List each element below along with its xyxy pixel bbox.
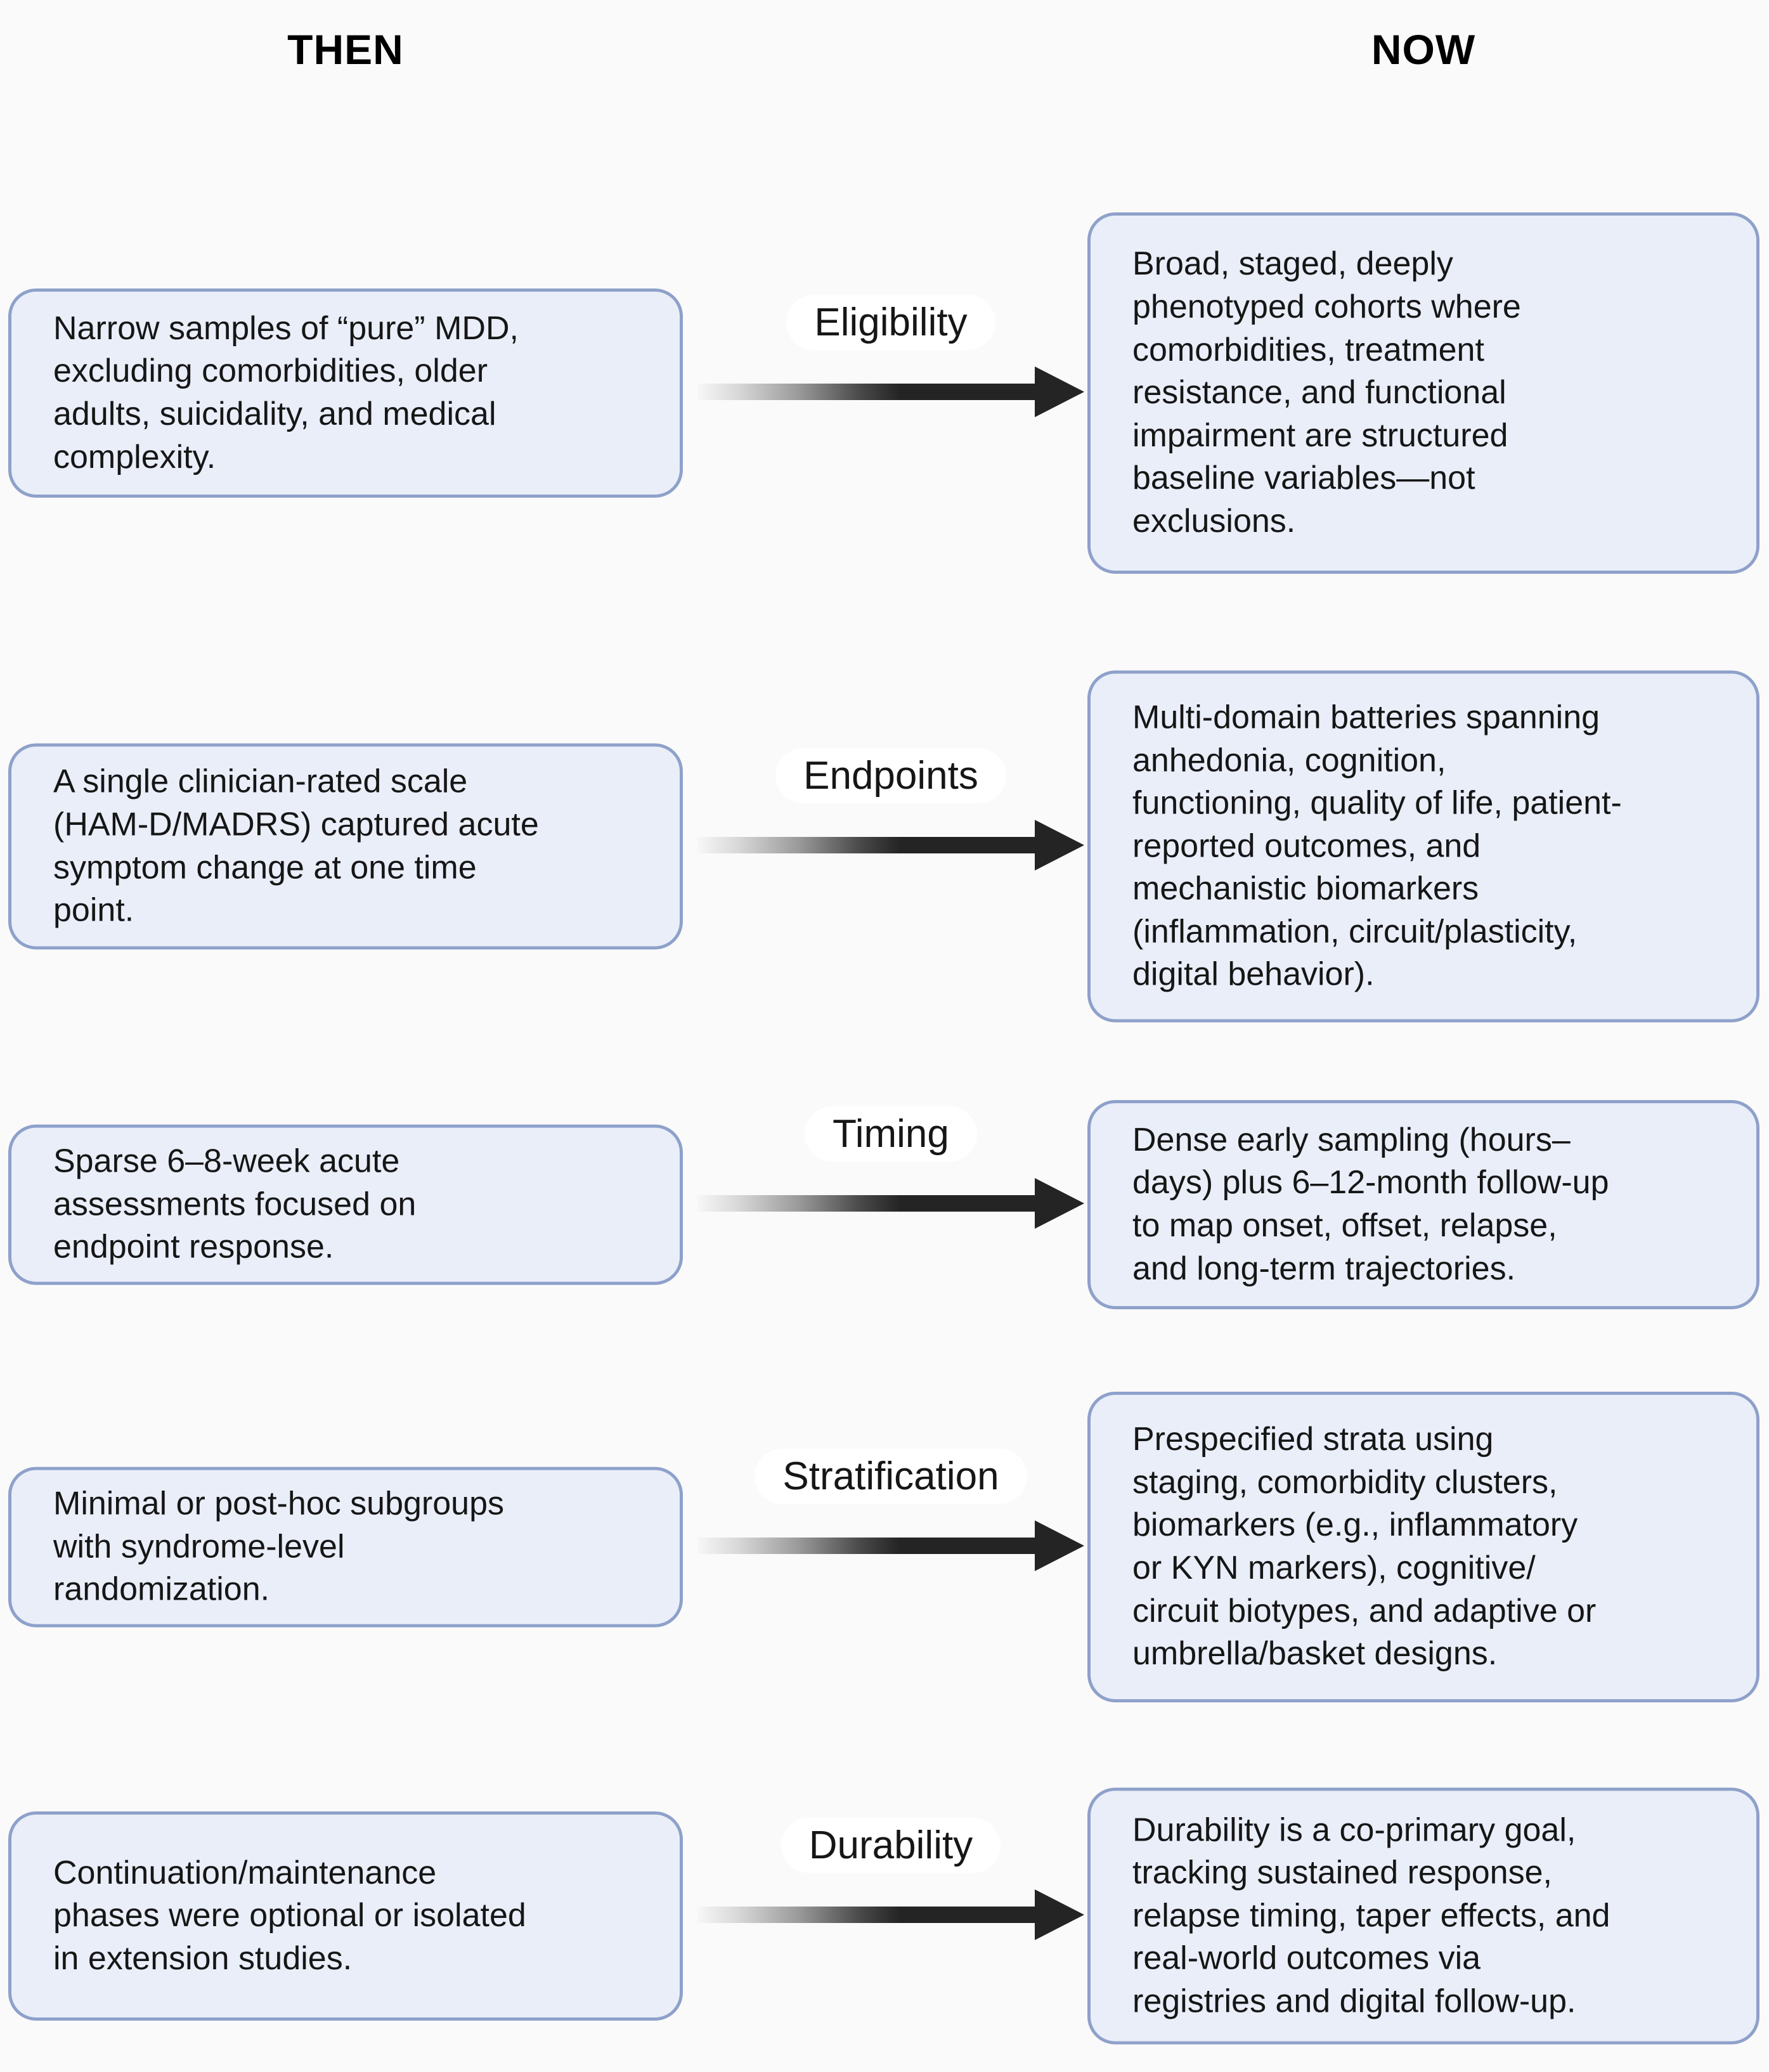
transition-group: Eligibility: [697, 295, 1084, 418]
now-text: Multi-domain batteries spanning anhedoni…: [1132, 699, 1622, 993]
category-label: Stratification: [755, 1449, 1027, 1505]
now-box: Durability is a co-primary goal, trackin…: [1087, 1787, 1759, 2045]
transition-group: Timing: [697, 1106, 1084, 1229]
now-text: Durability is a co-primary goal, trackin…: [1132, 1811, 1610, 2020]
arrow-right-icon: [697, 366, 1084, 418]
now-box: Multi-domain batteries spanning anhedoni…: [1087, 670, 1759, 1023]
now-box: Prespecified strata using staging, comor…: [1087, 1392, 1759, 1702]
now-text: Dense early sampling (hours– days) plus …: [1132, 1121, 1609, 1287]
now-box: Dense early sampling (hours– days) plus …: [1087, 1100, 1759, 1309]
arrow-shaft: [697, 1907, 1035, 1924]
now-box: Broad, staged, deeply phenotyped cohorts…: [1087, 212, 1759, 574]
then-text: Sparse 6–8-week acute assessments focuse…: [53, 1143, 417, 1266]
category-label: Eligibility: [786, 295, 995, 351]
then-box: Minimal or post-hoc subgroups with syndr…: [8, 1467, 683, 1628]
transition-group: Stratification: [697, 1449, 1084, 1572]
transition-group: Endpoints: [697, 748, 1084, 871]
arrow-shaft: [697, 384, 1035, 401]
category-label: Timing: [805, 1106, 977, 1162]
now-text: Broad, staged, deeply phenotyped cohorts…: [1132, 245, 1521, 540]
then-box: A single clinician-rated scale (HAM-D/MA…: [8, 743, 683, 950]
then-text: A single clinician-rated scale (HAM-D/MA…: [53, 763, 539, 929]
arrow-shaft: [697, 1538, 1035, 1555]
arrow-head: [1035, 366, 1084, 418]
arrow-head: [1035, 1889, 1084, 1941]
then-box: Continuation/maintenance phases were opt…: [8, 1811, 683, 2021]
then-box: Narrow samples of “pure” MDD, excluding …: [8, 288, 683, 498]
arrow-head: [1035, 1178, 1084, 1229]
category-label: Durability: [781, 1818, 1001, 1874]
arrow-head: [1035, 1520, 1084, 1572]
category-label: Endpoints: [775, 748, 1006, 804]
arrow-right-icon: [697, 1889, 1084, 1941]
arrow-right-icon: [697, 1178, 1084, 1229]
arrow-right-icon: [697, 1520, 1084, 1572]
column-header-now: NOW: [1371, 26, 1476, 73]
transition-group: Durability: [697, 1818, 1084, 1941]
then-box: Sparse 6–8-week acute assessments focuse…: [8, 1124, 683, 1285]
arrow-head: [1035, 820, 1084, 871]
then-text: Continuation/maintenance phases were opt…: [53, 1854, 526, 1977]
arrow-shaft: [697, 837, 1035, 854]
then-text: Minimal or post-hoc subgroups with syndr…: [53, 1485, 504, 1608]
then-text: Narrow samples of “pure” MDD, excluding …: [53, 309, 519, 476]
arrow-right-icon: [697, 820, 1084, 871]
now-text: Prespecified strata using staging, comor…: [1132, 1421, 1597, 1673]
column-header-then: THEN: [287, 26, 404, 73]
arrow-shaft: [697, 1195, 1035, 1212]
